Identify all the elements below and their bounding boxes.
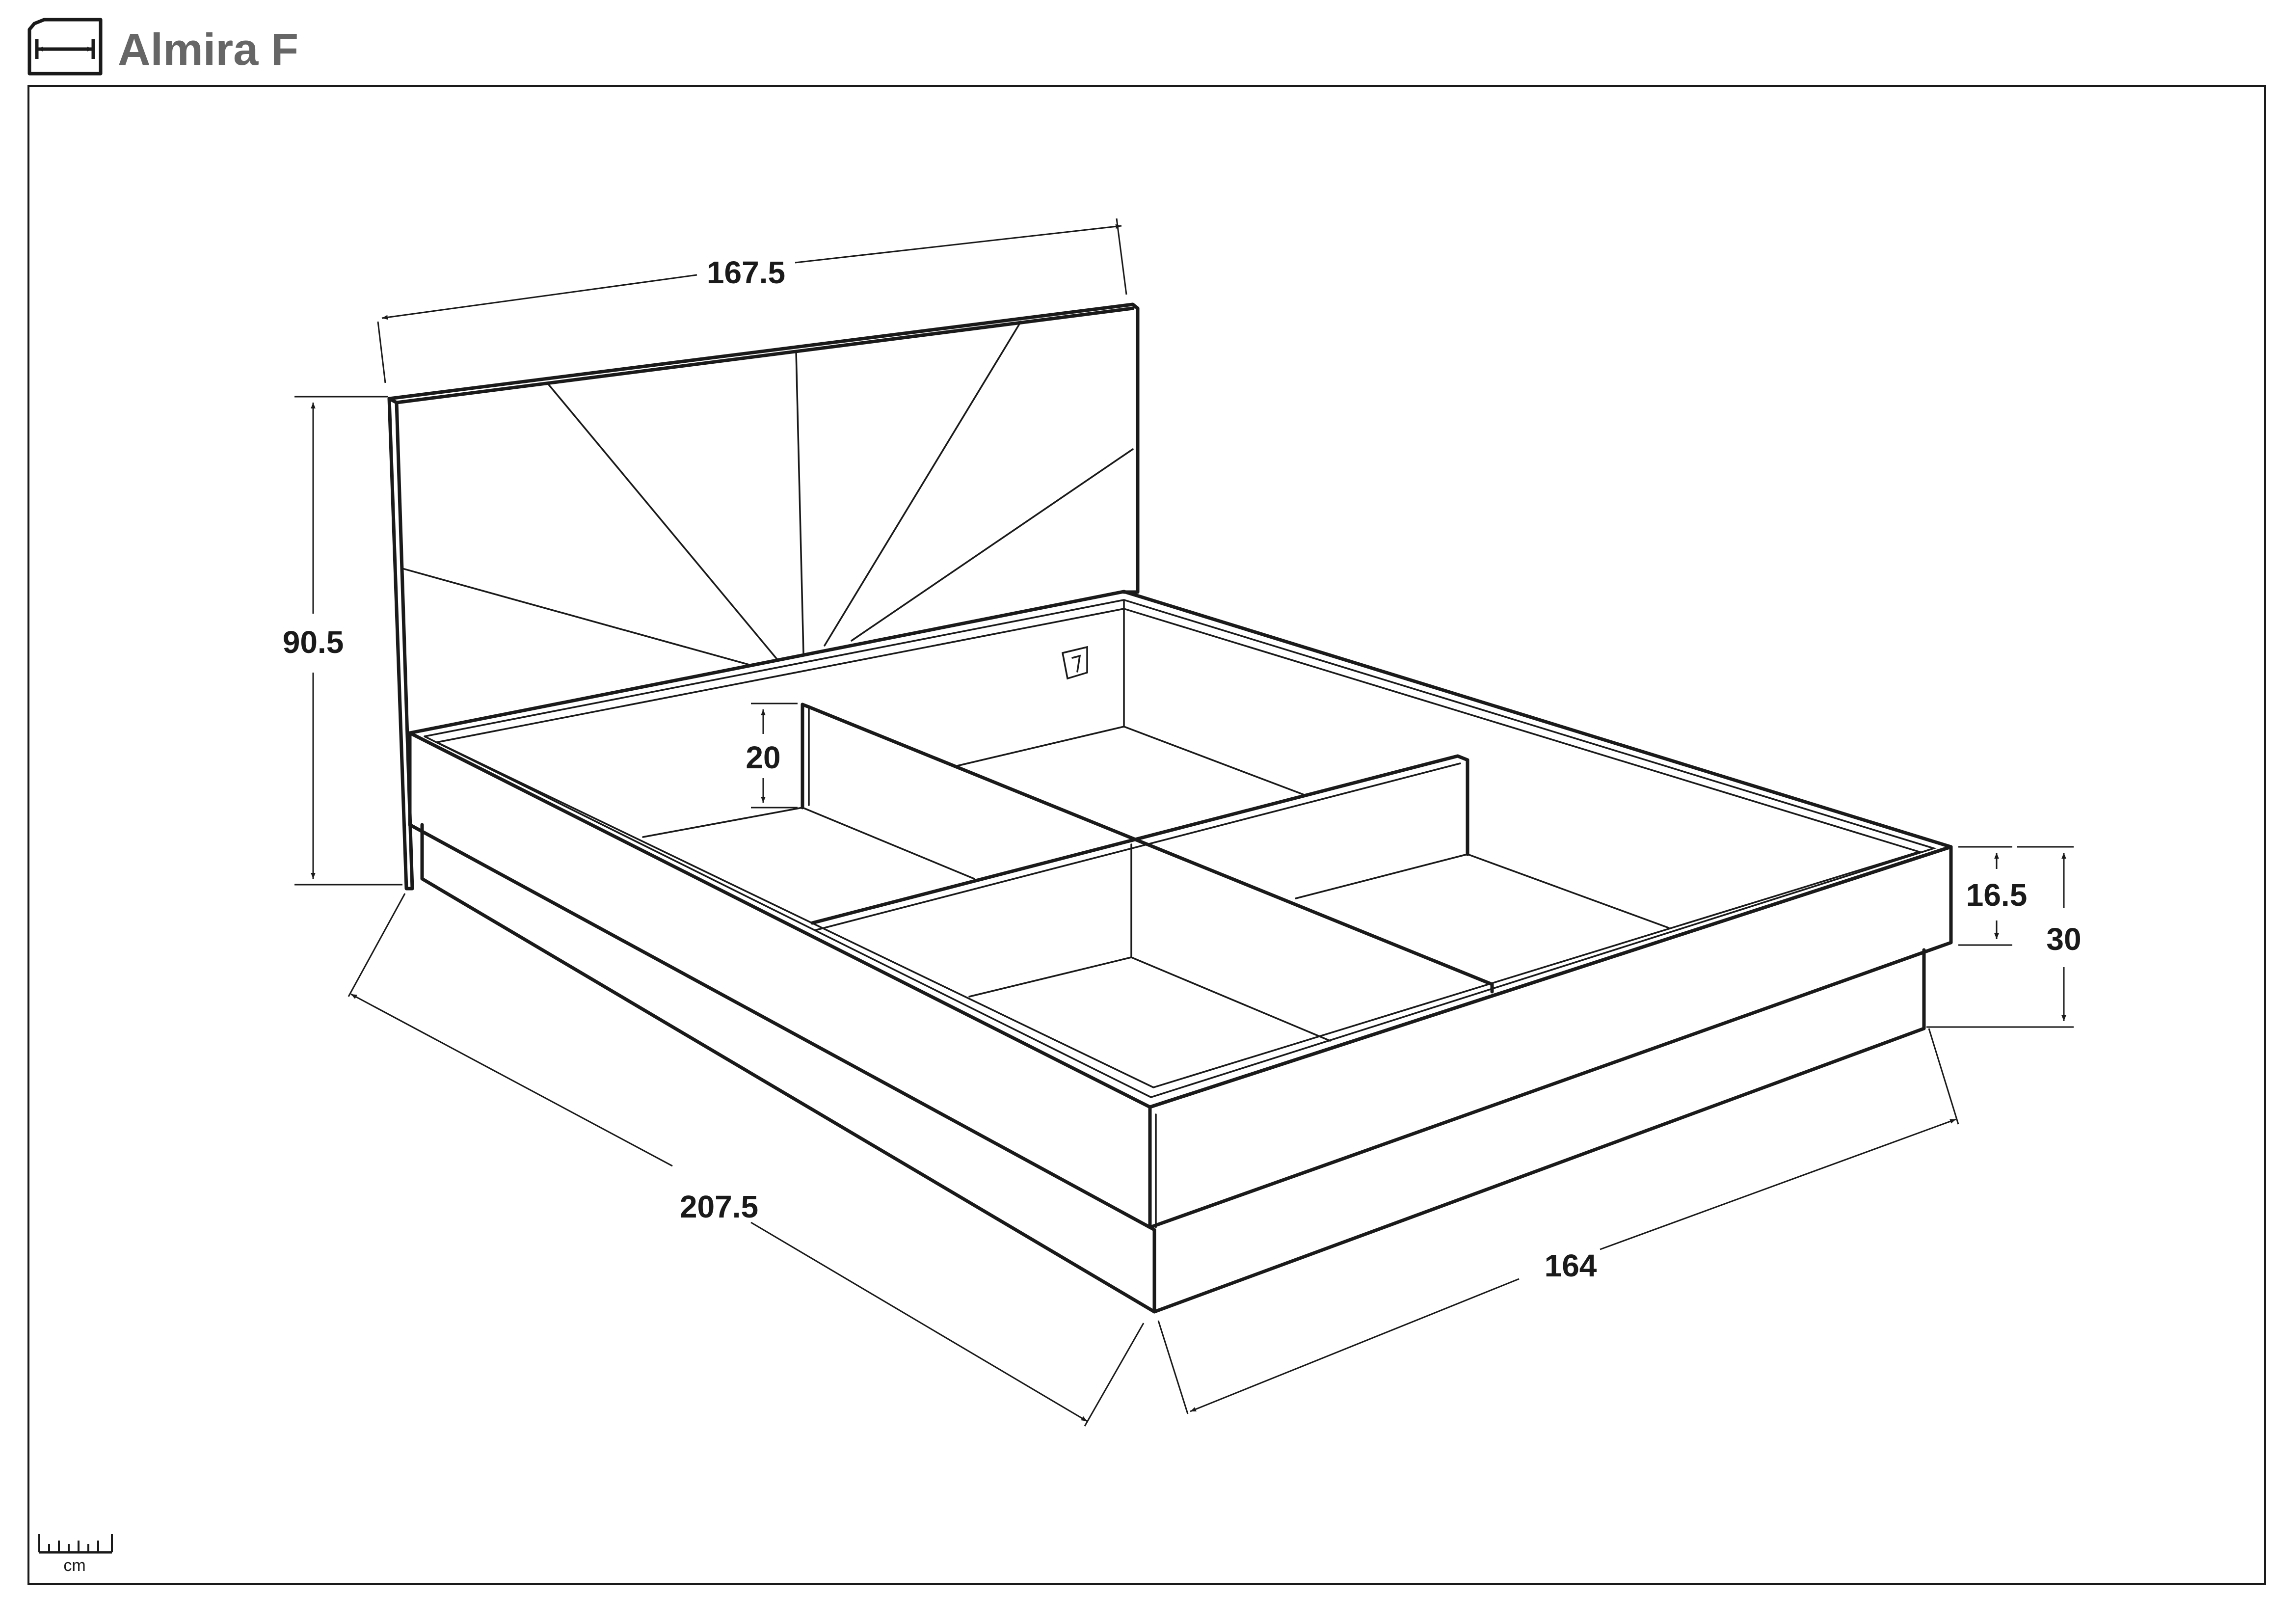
dimension-headboard-height: 90.5: [283, 624, 344, 660]
dimension-width: 164: [1545, 1248, 1597, 1283]
dimension-frame-height: 16.5: [1966, 877, 2028, 913]
ruler-icon: [38, 1534, 113, 1554]
dimension-headboard-width: 167.5: [707, 255, 785, 290]
dimension-lines: [294, 218, 2074, 1427]
bed-frame: [408, 590, 1953, 1314]
dimension-total-height: 30: [2046, 921, 2081, 957]
unit-label: cm: [63, 1556, 85, 1575]
dimension-length: 207.5: [680, 1189, 758, 1224]
dimension-divider-height: 20: [746, 740, 780, 775]
headboard: [387, 302, 1140, 891]
header-dimension-icon: [27, 18, 103, 76]
page-title: Almira F: [118, 25, 298, 75]
drawing-frame: [27, 85, 2266, 1585]
